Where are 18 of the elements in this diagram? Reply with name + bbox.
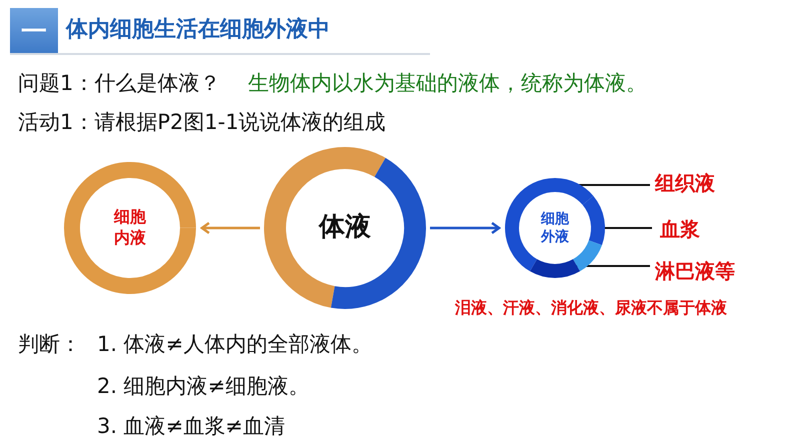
component-label: 组织液 (655, 170, 715, 197)
ring-label: 细胞外液 (540, 210, 570, 246)
statement-text: 3. 血液≠血浆≠血清 (97, 413, 285, 440)
statement-text: 1. 体液≠人体内的全部液体。 (97, 331, 372, 358)
judgment-heading: 判断： (18, 331, 81, 358)
statement-text: 2. 细胞内液≠细胞液。 (97, 373, 310, 400)
ring-label: 体液 (317, 211, 372, 244)
arrow (200, 222, 260, 234)
question-text: 问题1：什么是体液？ (18, 70, 220, 97)
answer-text: 生物体内以水为基础的液体，统称为体液。 (248, 70, 647, 97)
ring-label: 细胞内液 (113, 207, 147, 249)
note-text: 泪液、汗液、消化液、尿液不属于体液 (455, 298, 727, 319)
section-title: 体内细胞生活在细胞外液中 (66, 16, 330, 44)
component-label: 淋巴液等 (655, 258, 735, 285)
activity-text: 活动1：请根据P2图1-1说说体液的组成 (18, 109, 386, 136)
section-number: 一 (10, 8, 58, 54)
arrow (430, 222, 500, 234)
component-label: 血浆 (660, 216, 700, 243)
